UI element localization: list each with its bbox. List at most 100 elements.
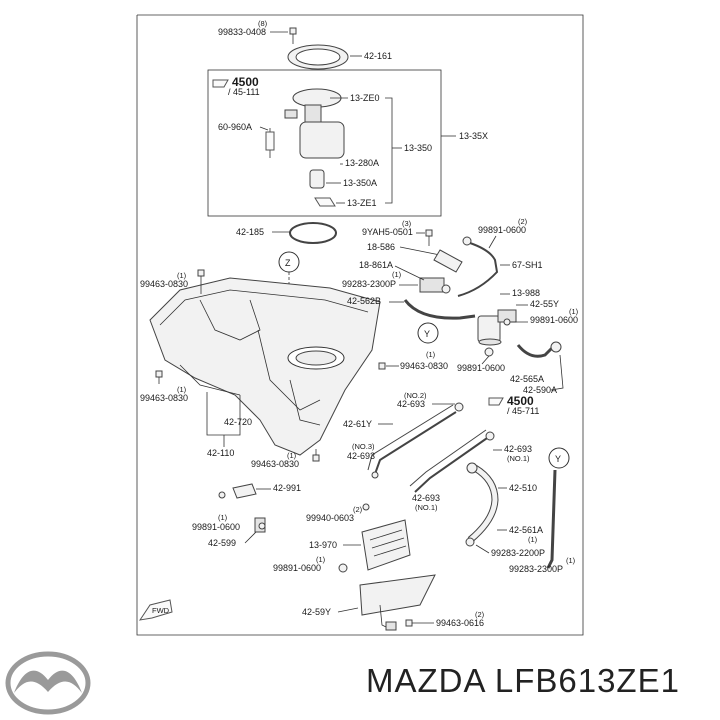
part-number: 42-562B: [347, 296, 381, 306]
part-number: 99463-0616: [436, 618, 484, 628]
callout-qty: (8): [258, 19, 268, 28]
part-number: 13-ZE1: [347, 198, 377, 208]
connector: [254, 517, 266, 533]
part-number: 99463-0830: [140, 279, 188, 289]
clamp-icon: [485, 431, 495, 441]
clamp-icon: [484, 347, 494, 357]
part-number: 13-280A: [345, 158, 379, 168]
part-number: 42-161: [364, 51, 392, 61]
part-number: 42-693: [504, 444, 532, 454]
forward-arrow-icon: FWD: [138, 599, 173, 621]
part-number: 99833-0408: [218, 27, 266, 37]
part-number: 99463-0830: [140, 393, 188, 403]
group-ref: / 45-711: [507, 406, 539, 416]
purge-valve: [477, 309, 517, 346]
callout-qty: (1): [177, 385, 187, 394]
part-number: 42-590A: [523, 385, 557, 395]
reference-letter: Z: [285, 258, 291, 268]
part-number: 99283-2300P: [509, 564, 563, 574]
part-number: 13-35X: [459, 131, 488, 141]
part-number: 99463-0830: [251, 459, 299, 469]
reference-letter: Y: [555, 454, 561, 464]
part-number: 60-960A: [218, 122, 252, 132]
callout-qty: (2): [518, 217, 528, 226]
nut-icon: [362, 503, 370, 511]
bolt-icon: [197, 269, 205, 294]
callout-qty: (1): [218, 513, 228, 522]
reference-letter: Y: [424, 329, 430, 339]
bolt-icon: [378, 362, 386, 370]
part-number: 99891-0600: [530, 315, 578, 325]
callout-qty: (NO.1): [507, 454, 530, 463]
part-number: 42-693: [347, 451, 375, 461]
part-number: 42-510: [509, 483, 537, 493]
part-number: 99891-0600: [457, 363, 505, 373]
part-number: 99463-0830: [400, 361, 448, 371]
part-number: 42-185: [236, 227, 264, 237]
reference-marker: [417, 322, 439, 344]
part-number: 42-110: [207, 448, 234, 458]
callout-qty: (1): [392, 270, 402, 279]
fuel-pump-group: 4500 / 45-111: [212, 75, 260, 97]
part-number: 42-565A: [510, 374, 544, 384]
clamp-icon: [457, 236, 499, 297]
callout-qty: (1): [528, 535, 538, 544]
part-number: 99891-0600: [273, 563, 321, 573]
screw-icon: [425, 229, 433, 246]
filler-hose: [466, 462, 499, 543]
clamp-icon: [454, 402, 464, 412]
filler-group: 4500 / 45-711: [488, 394, 539, 416]
group-ref: / 45-111: [228, 87, 260, 97]
callout-qty: (1): [287, 451, 297, 460]
part-number: 67-SH1: [512, 260, 543, 270]
part-caption: MAZDA LFB613ZE1: [366, 662, 680, 699]
part-number: 99283-2300P: [342, 279, 396, 289]
charcoal-canister: [361, 519, 411, 571]
vent-valve: [419, 249, 463, 294]
canister-bracket: [359, 574, 436, 631]
pump-assembly-box: [207, 69, 442, 217]
callout-qty: (1): [426, 350, 436, 359]
part-number: 42-991: [273, 483, 301, 493]
part-number: 18-586: [367, 242, 395, 252]
callout-qty: (1): [316, 555, 326, 564]
part-number: 13-350: [404, 143, 432, 153]
retainer-ring: [287, 44, 349, 70]
part-number: 99891-0600: [478, 225, 526, 235]
hose: [516, 341, 562, 358]
part-number: 99891-0600: [192, 522, 240, 532]
callout-qty: (3): [402, 219, 412, 228]
part-number: 99283-2200P: [491, 548, 545, 558]
bolt-icon: [289, 27, 297, 44]
part-number: 99940-0603: [306, 513, 354, 523]
callout-qty: (NO.2): [404, 391, 427, 400]
part-number: 42-693: [412, 493, 440, 503]
clamp-icon: [465, 537, 475, 547]
part-number: 42-55Y: [530, 299, 559, 309]
mazda-logo: [5, 651, 91, 715]
forward-label: FWD: [152, 606, 170, 615]
part-number: 13-970: [309, 540, 337, 550]
part-number: 13-ZE0: [350, 93, 380, 103]
fuel-pump-module: [265, 88, 345, 207]
reference-marker: [548, 447, 570, 469]
clamp-icon: [338, 563, 348, 573]
part-number: 13-350A: [343, 178, 377, 188]
bracket: [218, 483, 257, 499]
fuel-pipes: [367, 404, 491, 493]
part-number: 42-59Y: [302, 607, 331, 617]
callout-qty: (1): [566, 556, 576, 565]
fuel-tank: [149, 277, 381, 456]
diagram-frame: [136, 14, 584, 636]
part-number: 18-861A: [359, 260, 393, 270]
part-number: 42-693: [397, 399, 425, 409]
callout-qty: (NO.1): [415, 503, 438, 512]
callout-qty: (1): [177, 271, 187, 280]
bolt-icon: [312, 449, 320, 462]
group-number: 4500: [507, 394, 534, 408]
gasket-ring: [289, 222, 337, 244]
part-number: 42-561A: [509, 525, 543, 535]
callout-qty: (2): [475, 610, 485, 619]
